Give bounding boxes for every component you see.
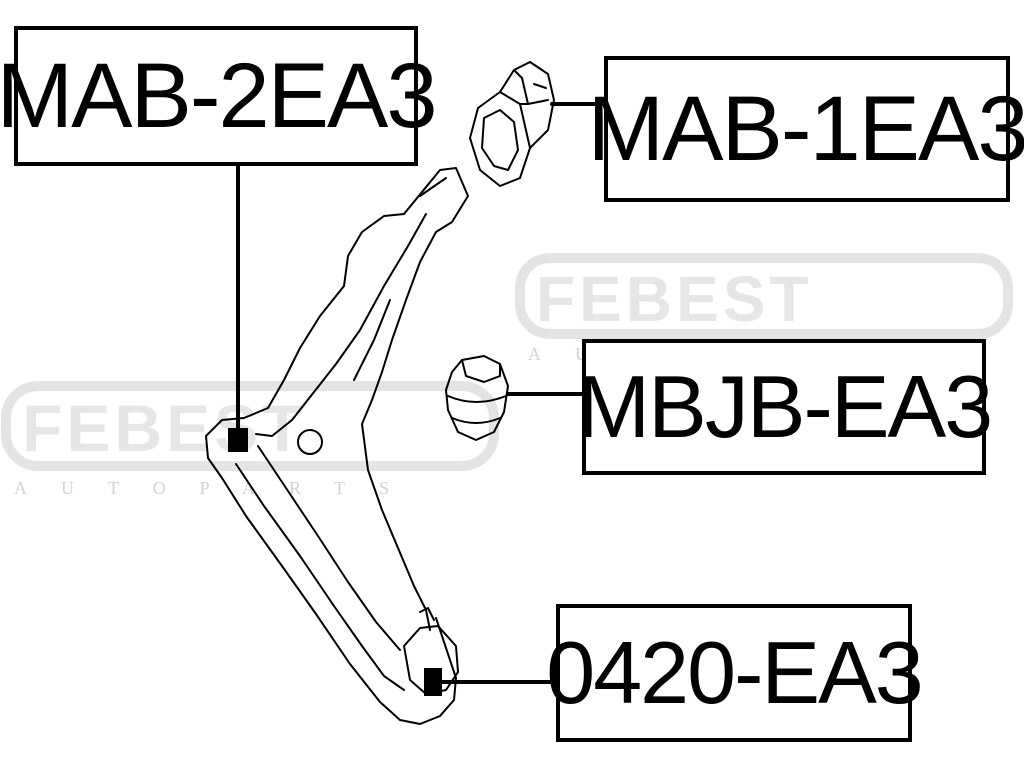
part-label-0420-ea3: 0420-EA3 <box>546 604 924 742</box>
marker-mab2 <box>228 428 248 452</box>
part-label-mbjb-ea3: MBJB-EA3 <box>577 339 993 475</box>
part-label-mab-1ea3: MAB-1EA3 <box>587 56 1024 202</box>
watermark-brand-left: FEBEST <box>22 391 307 465</box>
watermark-tagline-left: AUTOPARTS <box>14 478 423 498</box>
part-number-text: MBJB-EA3 <box>576 357 993 456</box>
part-number-text: MAB-1EA3 <box>587 77 1024 180</box>
part-number-text: 0420-EA3 <box>546 623 923 722</box>
marker-0420 <box>424 668 442 696</box>
watermark-brand-right: FEBEST <box>536 263 813 335</box>
control-arm-body <box>205 167 469 725</box>
part-number-text: MAB-2EA3 <box>0 44 438 147</box>
part-label-mab-2ea3: MAB-2EA3 <box>0 26 438 166</box>
ball-joint-boot-drawing <box>445 355 509 441</box>
bushing-mab1-drawing <box>469 61 555 187</box>
